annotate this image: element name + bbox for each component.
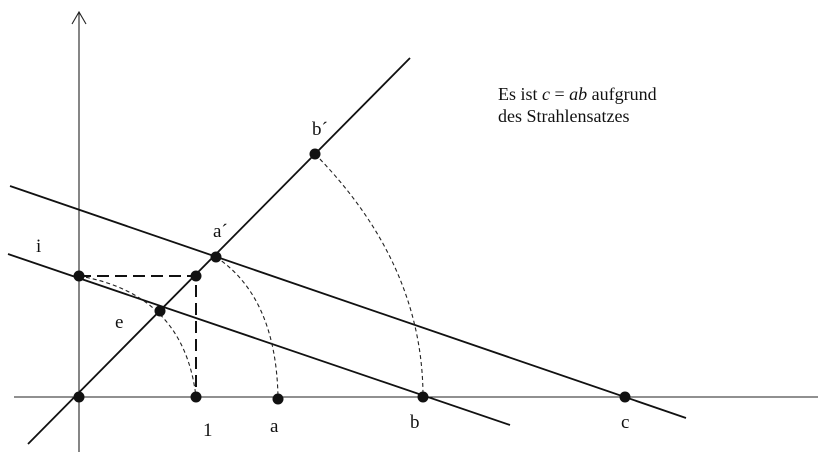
caption-line-2: des Strahlensatzes xyxy=(498,106,629,126)
point-b xyxy=(417,391,429,403)
point-1 xyxy=(190,391,202,403)
point-a-prime xyxy=(210,251,222,263)
point-c xyxy=(619,391,631,403)
caption-line-1: Es ist c = ab aufgrund xyxy=(498,84,657,104)
label-1: 1 xyxy=(203,420,213,441)
line-through-origin xyxy=(27,57,411,445)
arc-i-to-1 xyxy=(78,275,197,398)
arc-b-prime-to-b xyxy=(314,153,424,398)
label-a: a xyxy=(270,416,279,437)
point-b-prime xyxy=(309,148,321,160)
label-c: c xyxy=(621,412,629,433)
y-axis-arrow-icon xyxy=(71,10,87,25)
arc-a-prime-to-a xyxy=(215,256,279,398)
label-b: b xyxy=(410,412,420,433)
label-e: e xyxy=(115,312,123,333)
unit-construction-dashed xyxy=(79,275,197,397)
label-i: i xyxy=(36,236,41,257)
point-a xyxy=(272,393,284,405)
point-i xyxy=(73,270,85,282)
point-unit-corner xyxy=(190,270,202,282)
point-e xyxy=(154,305,166,317)
line-a-prime-to-c xyxy=(9,185,687,419)
origin-point xyxy=(73,391,85,403)
label-a-prime: a´ xyxy=(213,221,228,242)
label-b-prime: b´ xyxy=(312,119,328,140)
